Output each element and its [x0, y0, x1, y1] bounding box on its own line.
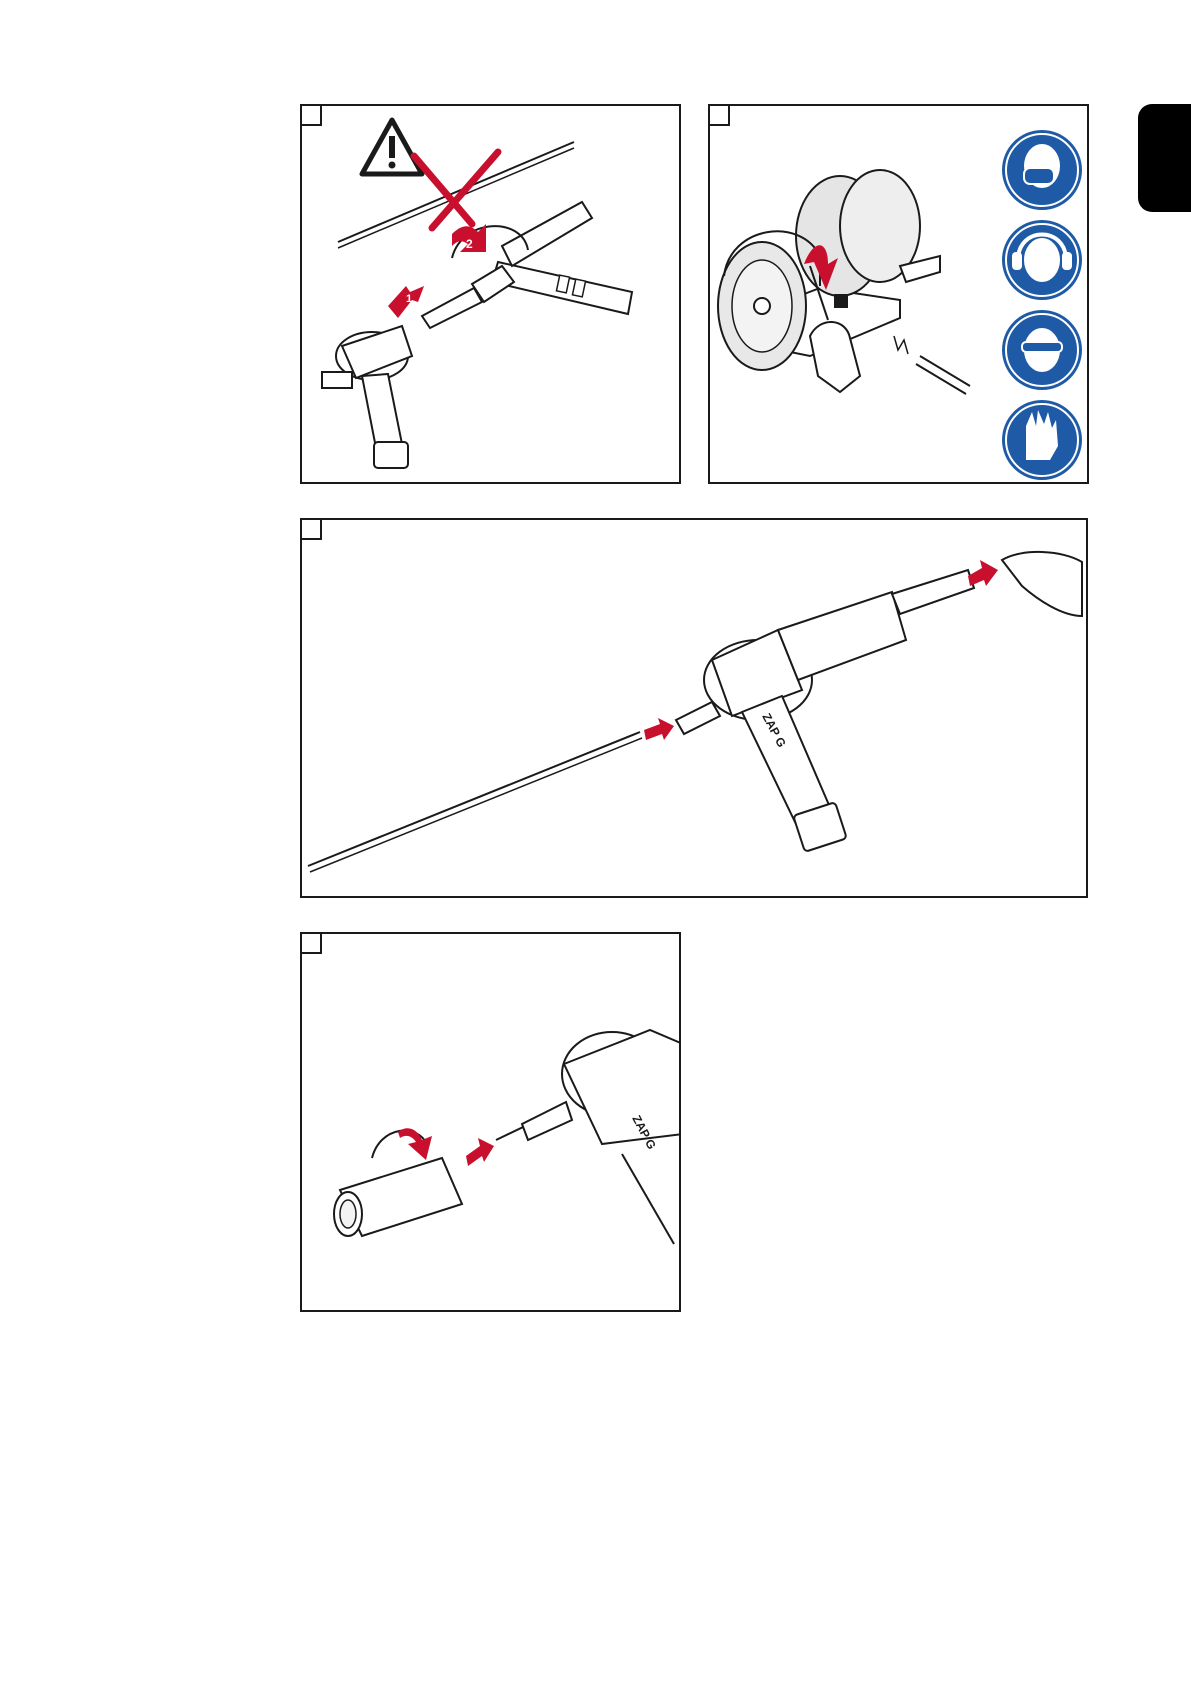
respiratory-mask-icon [1002, 130, 1082, 210]
ear-protection-icon [1002, 220, 1082, 300]
electrode-insertion-illustration: ZAP G [302, 520, 1088, 898]
step-panel-4: ZAP G [300, 932, 681, 1312]
svg-text:1: 1 [406, 293, 412, 305]
safety-glasses-icon [1002, 310, 1082, 390]
step-panel-3: ZAP G [300, 518, 1088, 898]
warning-triangle-icon [362, 120, 422, 174]
bench-grinder-illustration [710, 106, 1089, 484]
step-panel-1: 2 1 [300, 104, 681, 484]
gas-nozzle-install-illustration: ZAP G [302, 934, 681, 1312]
step-panel-2 [708, 104, 1089, 484]
chapter-tab [1138, 104, 1191, 212]
protective-gloves-icon [1002, 400, 1082, 480]
cross-out-icon [414, 152, 498, 228]
electrode-removal-illustration: 2 1 [302, 106, 681, 484]
svg-text:2: 2 [466, 237, 473, 251]
